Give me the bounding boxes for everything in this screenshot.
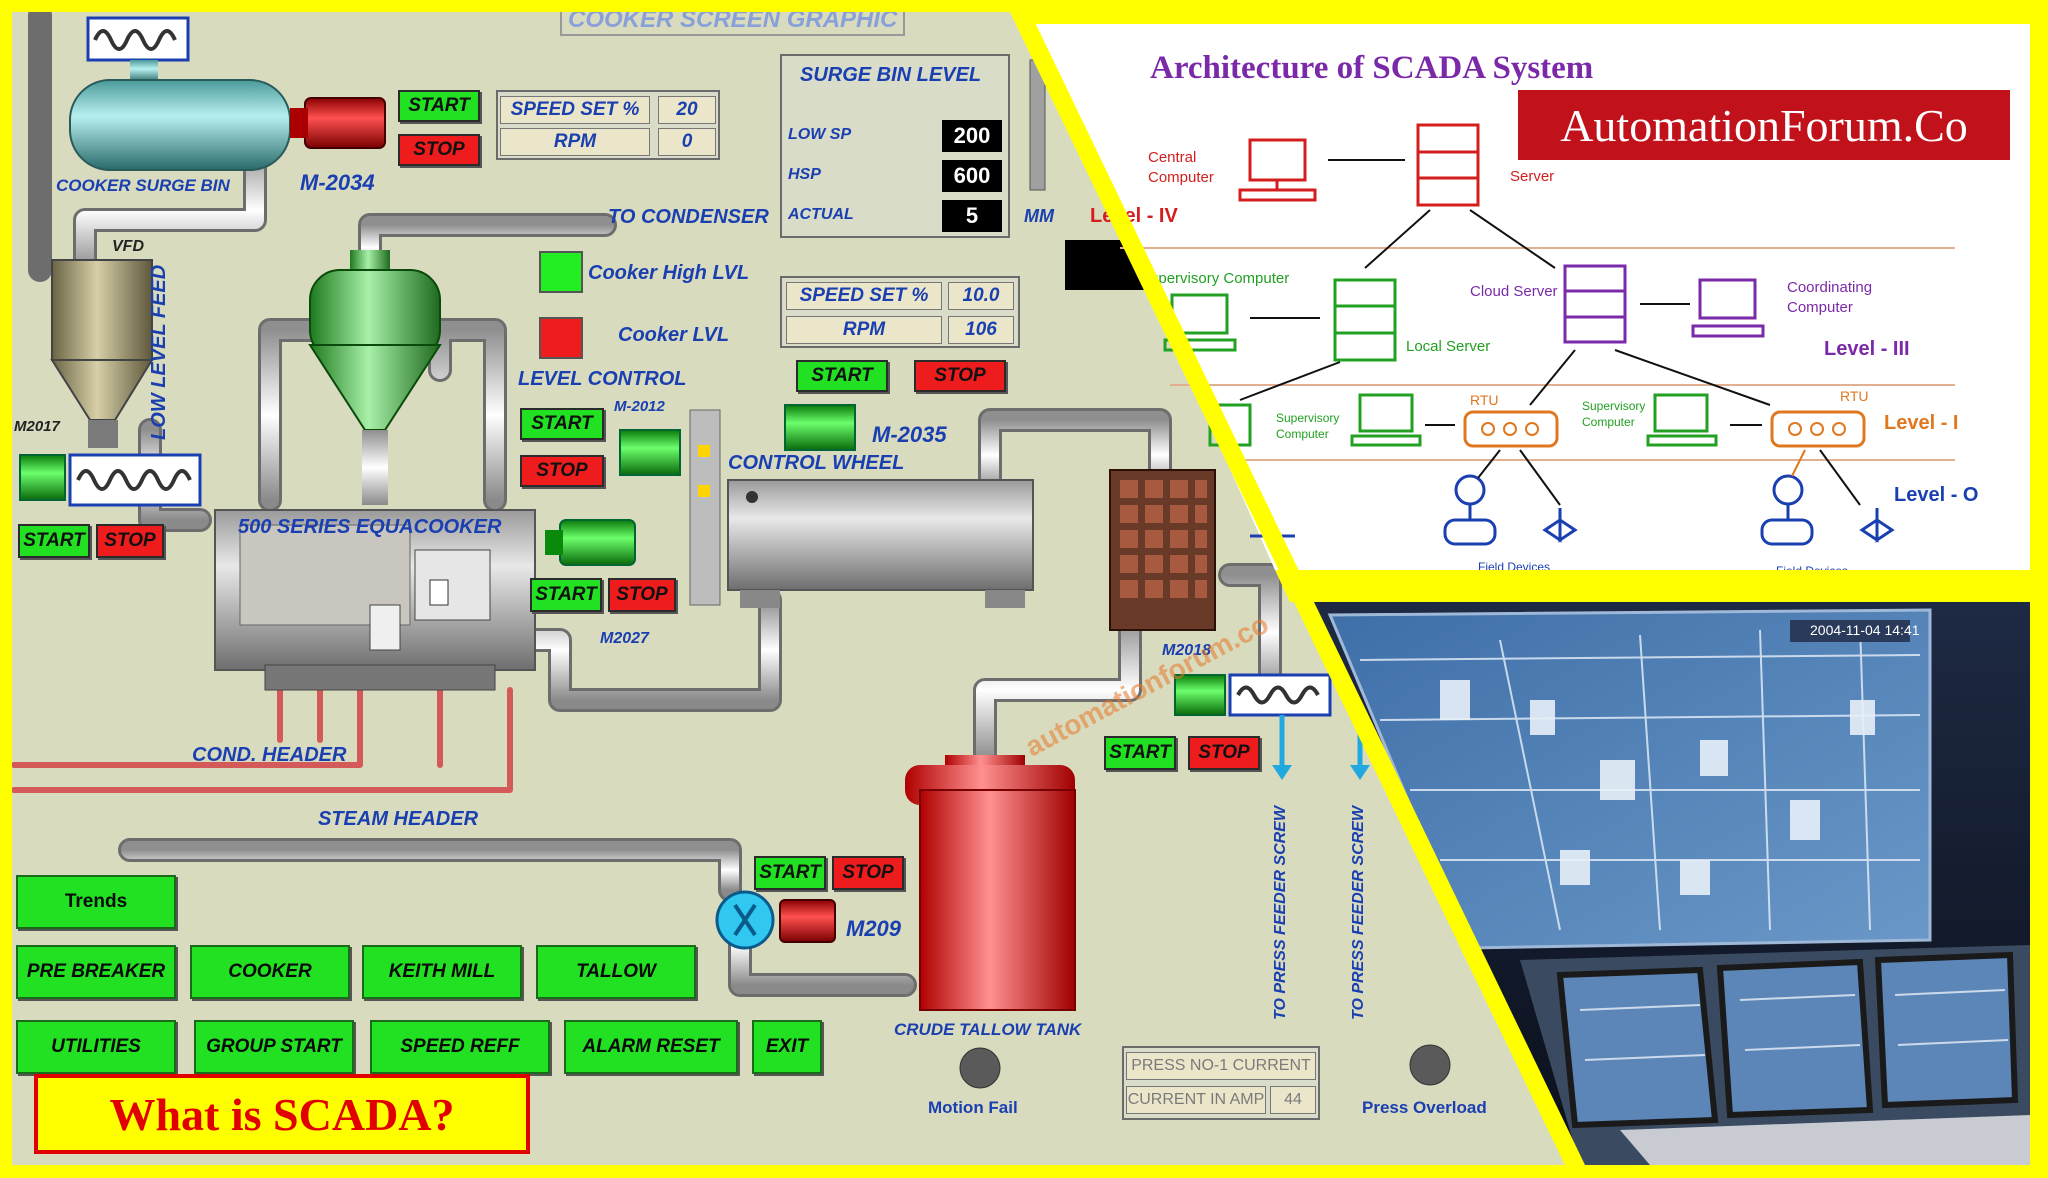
hsp-value[interactable]: 600 <box>942 160 1002 192</box>
stop-button-m2018[interactable]: STOP <box>1188 736 1260 770</box>
actual-label: ACTUAL <box>788 206 854 223</box>
photo-screen-date: 2004-11-04 14:41 <box>1810 622 1920 638</box>
supervisory-computer-label-2: Supervisory Computer <box>1276 411 1340 441</box>
cloud-server-label: Cloud Server <box>1470 283 1558 300</box>
nav-speed-reff-button[interactable]: SPEED REFF <box>370 1020 550 1074</box>
local-server-label: Local Server <box>1406 338 1491 355</box>
vfd-label: VFD <box>112 238 144 255</box>
current-in-amp-value: 44 <box>1270 1086 1316 1114</box>
start-button-m2018[interactable]: START <box>1104 736 1176 770</box>
start-button-m209[interactable]: START <box>754 856 826 890</box>
cond-header-label: COND. HEADER <box>192 744 347 766</box>
nav-utilities-button[interactable]: UTILITIES <box>16 1020 176 1074</box>
start-button-m2034[interactable]: START <box>398 90 480 122</box>
motor-m2012-label: M-2012 <box>614 398 665 415</box>
crude-tallow-tank-label: CRUDE TALLOW TANK <box>894 1020 1082 1039</box>
rtu-label-1: RTU <box>1470 392 1499 408</box>
current-in-amp-label: CURRENT IN AMP <box>1126 1086 1266 1114</box>
equacooker-label: 500 SERIES EQUACOOKER <box>238 516 502 538</box>
to-condenser-label: TO CONDENSER <box>608 206 769 228</box>
start-button-m2027[interactable]: START <box>530 578 602 612</box>
motion-fail-label: Motion Fail <box>928 1098 1018 1117</box>
start-button-level-control[interactable]: START <box>520 408 604 440</box>
motor-m2027-label: M2027 <box>600 630 649 647</box>
motor-m209-label: M209 <box>846 916 902 941</box>
nav-alarm-reset-button[interactable]: ALARM RESET <box>564 1020 738 1074</box>
control-wheel-label: CONTROL WHEEL <box>728 452 905 474</box>
level-3-label: Level - III <box>1824 338 1910 360</box>
stop-button-m209[interactable]: STOP <box>832 856 904 890</box>
brand-banner: AutomationForum.Co <box>1518 90 2010 160</box>
level-control-label: LEVEL CONTROL <box>518 368 687 390</box>
level-1-label: Level - I <box>1884 412 1959 434</box>
motor-m2035-label: M-2035 <box>872 422 947 447</box>
speed-set-label-1: SPEED SET % <box>500 96 650 124</box>
rpm-value-1: 0 <box>658 128 716 156</box>
stop-button-m2017[interactable]: STOP <box>96 524 164 558</box>
server-label: Server <box>1510 168 1555 185</box>
architecture-title: Architecture of SCADA System <box>1150 50 1594 86</box>
motor-m2018-label: M2018 <box>1162 642 1211 659</box>
rpm-label-2: RPM <box>786 316 942 344</box>
stop-button-m2034[interactable]: STOP <box>398 134 480 166</box>
rpm-value-2: 106 <box>948 316 1014 344</box>
speed-set-value-1[interactable]: 20 <box>658 96 716 124</box>
nav-keith-mill-button[interactable]: KEITH MILL <box>362 945 522 999</box>
cooker-lvl-label: Cooker LVL <box>618 324 730 346</box>
hsp-label: HSP <box>788 166 821 183</box>
nav-exit-button[interactable]: EXIT <box>752 1020 822 1074</box>
supervisory-computer-label: Supervisory Computer <box>1140 270 1290 287</box>
stop-button-m2027[interactable]: STOP <box>608 578 676 612</box>
caption-box: What is SCADA? <box>34 1074 530 1154</box>
rtu-label-2: RTU <box>1840 388 1869 404</box>
coordinating-computer-label: Coordinating Computer <box>1787 279 1873 316</box>
brand-text: AutomationForum.Co <box>1560 99 1968 151</box>
start-button-m2035[interactable]: START <box>796 360 888 392</box>
motor-m2034-label: M-2034 <box>300 170 375 195</box>
steam-header-label: STEAM HEADER <box>318 808 479 830</box>
nav-cooker-button[interactable]: COOKER <box>190 945 350 999</box>
central-computer-label: Central Computer <box>1148 149 1214 186</box>
mm-label: MM <box>1024 206 1054 226</box>
nav-trends-button[interactable]: Trends <box>16 875 176 929</box>
press-overload-label: Press Overload <box>1362 1098 1487 1117</box>
cooker-surge-bin-label: COOKER SURGE BIN <box>56 176 230 195</box>
stop-button-level-control[interactable]: STOP <box>520 455 604 487</box>
nav-tallow-button[interactable]: TALLOW <box>536 945 696 999</box>
actual-value: 5 <box>942 200 1002 232</box>
motor-m2017-label: M2017 <box>14 418 60 435</box>
nav-group-start-button[interactable]: GROUP START <box>194 1020 354 1074</box>
supervisory-computer-label-3: Supervisory Computer <box>1582 399 1646 429</box>
stop-button-m2035[interactable]: STOP <box>914 360 1006 392</box>
low-sp-label: LOW SP <box>788 126 852 143</box>
rpm-label-1: RPM <box>500 128 650 156</box>
surge-bin-title: SURGE BIN LEVEL <box>800 64 982 86</box>
start-button-m2017[interactable]: START <box>18 524 90 558</box>
speed-set-value-2[interactable]: 10.0 <box>948 282 1014 310</box>
caption-text: What is SCADA? <box>109 1088 455 1140</box>
low-sp-value[interactable]: 200 <box>942 120 1002 152</box>
cooker-high-lvl-label: Cooker High LVL <box>588 262 750 284</box>
nav-pre-breaker-button[interactable]: PRE BREAKER <box>16 945 176 999</box>
level-0-label: Level - O <box>1894 484 1979 506</box>
speed-set-label-2: SPEED SET % <box>786 282 942 310</box>
press-current-title: PRESS NO-1 CURRENT <box>1126 1052 1316 1080</box>
